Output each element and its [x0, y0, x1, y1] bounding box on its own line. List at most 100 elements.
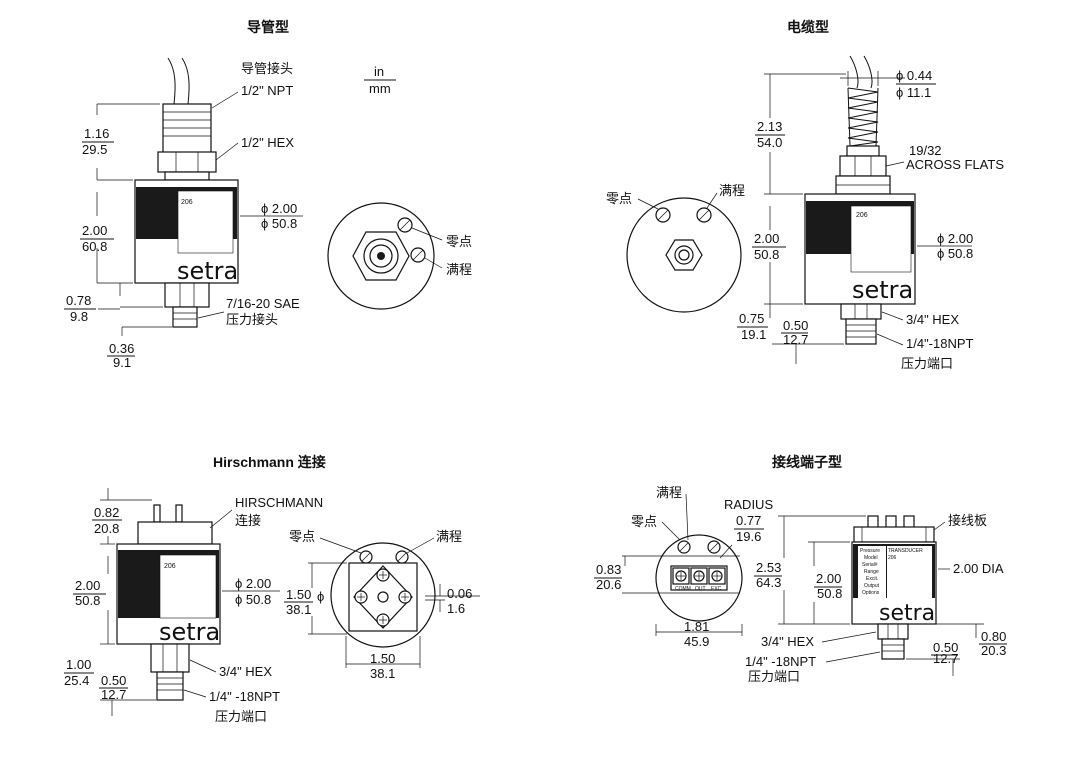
- cable-lower-hex: [840, 303, 882, 320]
- terminal-npt-label: 1/4" -18NPT: [745, 654, 816, 669]
- hirschmann-off-mm: 1.6: [447, 601, 465, 616]
- conduit-dia-in: ϕ 2.00: [261, 201, 297, 216]
- units-legend: in mm: [364, 64, 396, 96]
- terminal-brand-logo: setra: [879, 601, 935, 626]
- cable-zero-label: 零点: [606, 191, 632, 206]
- conduit-height-in: 1.16: [84, 126, 109, 141]
- hirschmann-port-mm: 12.7: [101, 687, 126, 702]
- hirschmann-dia-mm: ϕ 50.8: [235, 592, 271, 607]
- hirschmann-label: [159, 554, 217, 619]
- conduit-height-mm: 29.5: [82, 142, 107, 157]
- hirschmann-port-in: 0.50: [101, 673, 126, 688]
- cable-brand-logo: setra: [852, 276, 913, 304]
- hirschmann-body-in: 2.00: [75, 578, 100, 593]
- terminal-plate-row-1: Model: [864, 555, 878, 561]
- hirschmann-span-label: 满程: [436, 529, 462, 544]
- cable-span-label: 满程: [719, 183, 745, 198]
- conduit-fitting-label: 导管接头: [241, 61, 293, 76]
- hirschmann-top-mm: 20.8: [94, 521, 119, 536]
- hirschmann-body-mm: 50.8: [75, 593, 100, 608]
- terminal-term-exc: EXC: [711, 586, 722, 592]
- terminal-plate-model: 206: [888, 555, 897, 561]
- cable-body-in: 2.00: [754, 231, 779, 246]
- cable-hex: [839, 155, 887, 177]
- terminal-term-out: OUT: [695, 586, 706, 592]
- terminal-w-in: 1.81: [684, 619, 709, 634]
- terminal-plate-title: TRANSDUCER: [888, 548, 923, 554]
- hirschmann-connector: [137, 521, 213, 545]
- cable-top-dia-in: ϕ 0.44: [896, 68, 932, 83]
- conduit-fitting: [162, 103, 212, 155]
- terminal-term-comm: COMM: [675, 586, 691, 592]
- cable-dia-mm: ϕ 50.8: [937, 246, 973, 261]
- hirschmann-model: 206: [164, 563, 176, 570]
- cable-title: 电缆型: [787, 19, 829, 35]
- hirschmann-port-label: 压力端口: [215, 709, 267, 724]
- conduit-port-mm: 9.1: [113, 355, 131, 370]
- hirschmann-dia-in: ϕ 2.00: [235, 576, 271, 591]
- hirschmann-sq-w-mm: 38.1: [370, 666, 395, 681]
- hirschmann-lower-mm: 25.4: [64, 673, 89, 688]
- terminal-plate-row-0: Pressure: [860, 548, 880, 554]
- terminal-h2-mm: 64.3: [756, 575, 781, 590]
- cable-npt-label: 1/4"-18NPT: [906, 336, 974, 351]
- terminal-port-in: 0.50: [933, 640, 958, 655]
- terminal-hex: [877, 623, 909, 640]
- cable-lower-mm: 19.1: [741, 327, 766, 342]
- terminal-board-label: 接线板: [948, 513, 987, 528]
- conduit-lower-mm: 9.8: [70, 309, 88, 324]
- terminal-low-mm: 20.3: [981, 643, 1006, 658]
- hirschmann-title: Hirschmann 连接: [213, 454, 326, 470]
- terminal-plate-row-3: Range: [864, 569, 879, 575]
- hirschmann-port: [156, 671, 184, 701]
- cable-lower-in: 0.75: [739, 311, 764, 326]
- terminal-board: [853, 515, 935, 543]
- terminal-dia-label: 2.00 DIA: [953, 561, 1004, 576]
- conduit-pressure-fitting: 压力接头: [226, 312, 278, 327]
- hirschmann-sq-h-mm: 38.1: [286, 602, 311, 617]
- terminal-hex-label: 3/4" HEX: [761, 634, 814, 649]
- cable-port: [845, 318, 877, 345]
- terminal-span-label: 满程: [656, 485, 682, 500]
- unit-mm: mm: [369, 81, 391, 96]
- svg-text:ϕ: ϕ: [317, 589, 324, 604]
- terminal-h3-in: 2.00: [816, 571, 841, 586]
- hirschmann-sq-w-in: 1.50: [370, 651, 395, 666]
- conduit-hex: [157, 151, 217, 173]
- conduit-label: [177, 190, 234, 254]
- cable-section: 电缆型 206 setra ϕ 0.44: [606, 19, 1004, 371]
- terminal-h2-in: 2.53: [756, 560, 781, 575]
- conduit-zero-label: 零点: [446, 234, 472, 249]
- cable-strain-relief: [847, 87, 879, 147]
- cable-port-mm: 12.7: [783, 332, 808, 347]
- hirschmann-hex-label: 3/4" HEX: [219, 664, 272, 679]
- terminal-plate-row-6: Options: [862, 590, 880, 596]
- conduit-brand-logo: setra: [177, 257, 238, 285]
- conduit-title: 导管型: [247, 19, 289, 35]
- cable-port-label: 压力端口: [901, 356, 953, 371]
- cable-port-in: 0.50: [783, 318, 808, 333]
- hirschmann-hex: [150, 643, 190, 673]
- conduit-model: 206: [181, 199, 193, 206]
- terminal-plate-row-2: Serial#: [862, 562, 878, 568]
- cable-model: 206: [856, 212, 868, 219]
- conduit-section: 导管型 206 setra 导管接头 1/2" NPT 1/2" HEX: [64, 19, 472, 370]
- terminal-low-in: 0.80: [981, 629, 1006, 644]
- terminal-h3-mm: 50.8: [817, 586, 842, 601]
- conduit-body-in: 2.00: [82, 223, 107, 238]
- terminal-radius-in: 0.77: [736, 513, 761, 528]
- terminal-w-mm: 45.9: [684, 634, 709, 649]
- cable-flats-size: 19/32: [909, 143, 942, 158]
- terminal-plate-row-5: Output: [864, 583, 880, 589]
- conduit-dia-mm: ϕ 50.8: [261, 216, 297, 231]
- conduit-span-label: 满程: [446, 262, 472, 277]
- unit-in: in: [374, 64, 384, 79]
- hirschmann-off-in: 0.06: [447, 586, 472, 601]
- cable-top-dia-mm: ϕ 11.1: [896, 85, 931, 100]
- hirschmann-conn-label-2: 连接: [235, 513, 261, 528]
- cable-height-mm: 54.0: [757, 135, 782, 150]
- hirschmann-top-in: 0.82: [94, 505, 119, 520]
- hirschmann-section: Hirschmann 连接 206 setra HIRSCHMANN 连接 0.…: [64, 454, 480, 724]
- conduit-port: [172, 306, 198, 328]
